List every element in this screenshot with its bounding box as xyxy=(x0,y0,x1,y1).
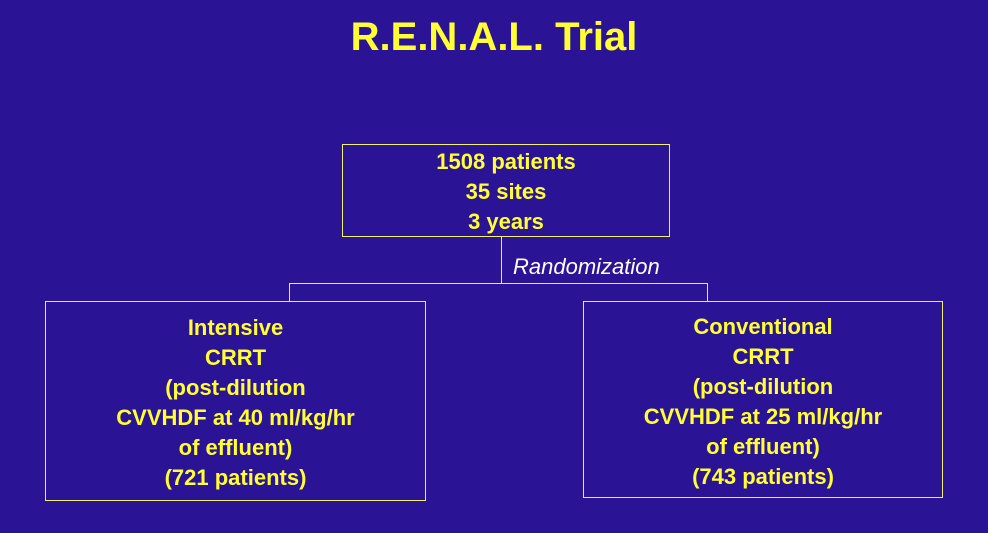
vertical-connector xyxy=(501,237,502,284)
conventional-arm-line: (post-dilution xyxy=(692,374,834,399)
conventional-arm-line: CRRT xyxy=(732,344,794,369)
left-branch-connector xyxy=(289,283,290,301)
enrollment-box: 1508 patients 35 sites 3 years xyxy=(342,144,670,237)
conventional-arm-box: Conventional CRRT (post-dilution CVVHDF … xyxy=(583,301,943,498)
horizontal-connector xyxy=(289,283,708,284)
page-title: R.E.N.A.L. Trial xyxy=(350,15,638,59)
intensive-arm-line: (721 patients) xyxy=(164,465,307,490)
enrollment-patients: 1508 patients xyxy=(436,149,576,174)
intensive-arm-line: (post-dilution xyxy=(165,375,306,400)
enrollment-sites: 35 sites xyxy=(465,179,547,204)
conventional-arm-line: (743 patients) xyxy=(692,464,834,489)
intensive-arm-line: Intensive xyxy=(187,315,284,340)
intensive-arm-line: CVVHDF at 40 ml/kg/hr xyxy=(116,405,355,430)
intensive-arm-box: Intensive CRRT (post-dilution CVVHDF at … xyxy=(45,301,426,501)
conventional-arm-line: Conventional xyxy=(693,314,833,339)
intensive-arm-line: CRRT xyxy=(204,345,267,370)
randomization-label: Randomization xyxy=(513,254,660,279)
intensive-arm-line: of effluent) xyxy=(178,435,293,460)
conventional-arm-line: CVVHDF at 25 ml/kg/hr xyxy=(643,404,883,429)
right-branch-connector xyxy=(707,283,708,301)
conventional-arm-line: of effluent) xyxy=(706,434,820,459)
enrollment-duration: 3 years xyxy=(468,209,544,234)
